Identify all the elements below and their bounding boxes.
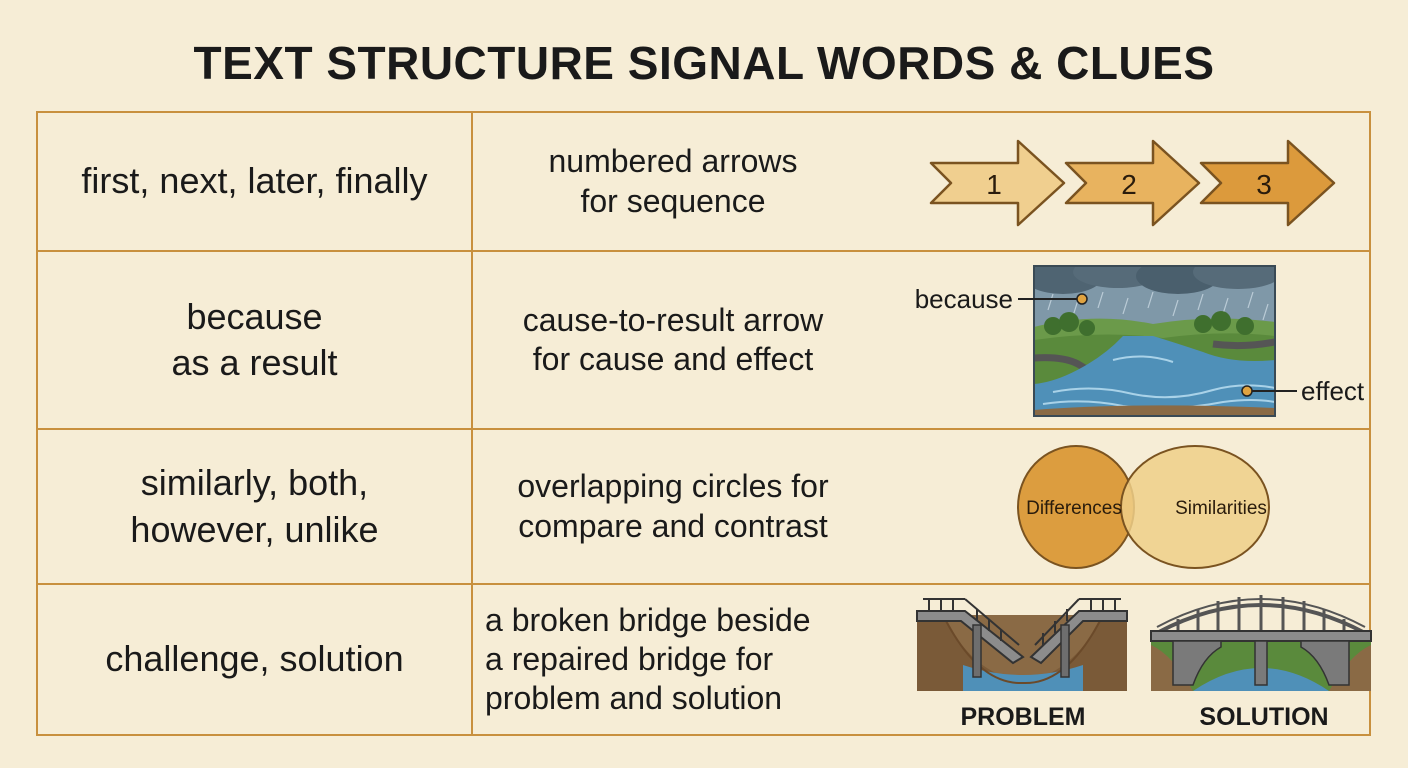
cause-label: because [915,284,1013,314]
arrow-1: 1 [929,139,1066,227]
signal-words-compare-contrast: similarly, both, however, unlike [38,430,473,583]
similarities-circle [1120,445,1270,569]
row-sequence: first, next, later, finally numbered arr… [38,113,1369,250]
arrow-1-label: 1 [986,169,1002,200]
clue-compare-contrast: overlapping circles for compare and cont… [517,468,829,544]
signal-words-problem-solution: challenge, solution [38,585,473,734]
signal-words-sequence: first, next, later, finally [38,113,473,250]
row-cause-effect: because as a result cause-to-result arro… [38,250,1369,428]
repaired-bridge-icon [1150,595,1372,691]
venn-diagram-icon: Differences Similarities [1017,445,1270,569]
signal-words-cause-effect: because as a result [38,252,473,428]
clue-sequence: numbered arrows for sequence [548,143,798,219]
differences-label: Differences [1026,498,1122,519]
clue-problem-solution: a broken bridge beside a repaired bridge… [485,601,811,717]
effect-label: effect [1301,376,1365,406]
similarities-label: Similarities [1175,498,1267,519]
cause-effect-visual: because effect [873,252,1371,428]
venn-diagram-visual: Differences Similarities [873,430,1371,583]
sequence-arrows-visual: 1 2 3 [873,113,1371,250]
clue-cause-effect: cause-to-result arrow for cause and effe… [522,301,824,377]
numbered-arrows-icon: 1 2 3 [929,139,1336,227]
row-problem-solution: challenge, solution a broken bridge besi… [38,583,1372,734]
page-title: TEXT STRUCTURE SIGNAL WORDS & CLUES [193,37,1215,89]
flood-scene-icon: because effect [915,265,1365,417]
signal-words-table: first, next, later, finally numbered arr… [36,111,1372,736]
bridges-visual: PROBLEM [873,585,1372,734]
broken-bridge-icon [916,598,1128,691]
problem-label: PROBLEM [961,703,1086,731]
row-compare-contrast: similarly, both, however, unlike overlap… [38,428,1369,583]
solution-label: SOLUTION [1199,703,1328,731]
arrow-2-label: 2 [1121,169,1137,200]
arrow-2: 2 [1064,139,1201,227]
arrow-3-label: 3 [1256,169,1272,200]
arrow-3: 3 [1199,139,1336,227]
bridges-icon: PROBLEM [916,595,1372,731]
